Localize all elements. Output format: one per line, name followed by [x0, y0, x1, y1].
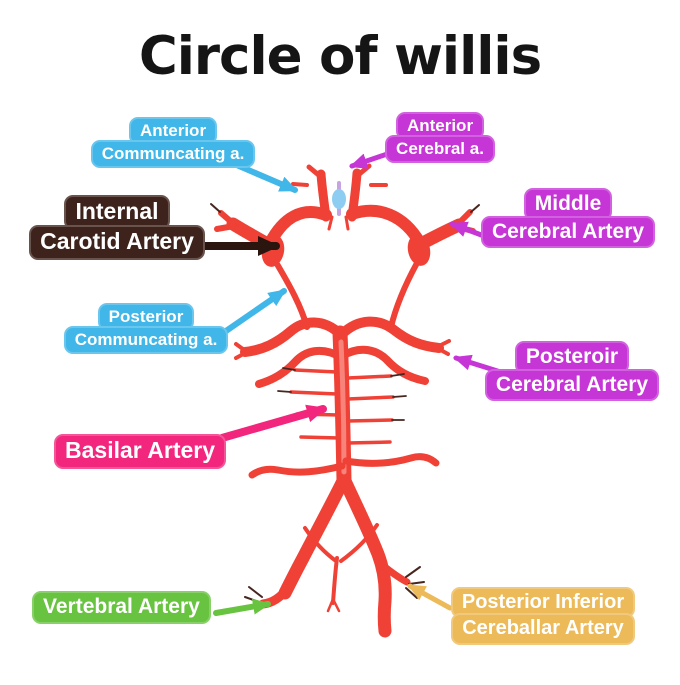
branch-tip — [390, 373, 405, 377]
vertebral-left — [278, 474, 350, 600]
branch-tip — [248, 586, 263, 598]
branch-tip — [210, 203, 221, 213]
branch-tip — [408, 581, 425, 585]
branch-tip — [282, 367, 296, 371]
pontine-branch — [346, 374, 393, 380]
vertebral-right — [338, 474, 392, 638]
artery-twig — [306, 164, 324, 180]
artery-twig — [326, 597, 335, 613]
branch-tip — [470, 204, 480, 213]
label-line: Cerebral a. — [385, 135, 495, 164]
label-line: Communcating a. — [90, 140, 256, 169]
label-posterior-inferior-cerebellar-artery: Posterior Inferior Cereballar Artery — [444, 587, 642, 645]
branch-tip — [405, 566, 421, 578]
vertebral-arrow-icon — [213, 598, 271, 616]
pontine-branch — [299, 435, 341, 440]
artery-twig — [327, 215, 334, 231]
anterior-communicating-highlight — [332, 189, 346, 209]
branch-tip — [277, 390, 292, 393]
label-line: Vertebral Artery — [32, 591, 211, 624]
posterior-communicating-right — [388, 260, 420, 330]
branch-tip — [392, 395, 407, 398]
branch-tip — [244, 596, 260, 603]
label-vertebral-artery: Vertebral Artery — [32, 591, 211, 624]
artery-twig — [279, 219, 291, 235]
artery-twig — [291, 182, 309, 187]
label-line: Posterior Inferior — [450, 587, 636, 619]
label-anterior-communicating-artery: Anterior Communcating a. — [90, 117, 256, 169]
posterior-cerebral-right — [336, 316, 444, 353]
aica-right — [342, 453, 440, 467]
superior-cerebellar-right — [338, 345, 429, 385]
artery-drawing — [210, 163, 480, 638]
superior-cerebellar-left — [255, 346, 345, 388]
label-line: Cerebral Artery — [484, 368, 660, 402]
artery-twig — [234, 350, 249, 360]
pontine-branch — [346, 395, 395, 401]
label-anterior-cerebral-artery: Anterior Cerebral a. — [384, 112, 496, 164]
anterior-spinal-trunk — [331, 556, 339, 605]
label-middle-cerebral-artery: Middle Cerebral Artery — [480, 188, 656, 249]
label-line: Posteroir — [514, 341, 630, 374]
basilar-highlight — [338, 339, 347, 475]
basilar-arrow-icon — [218, 404, 327, 442]
pontine-branch — [346, 418, 394, 423]
artery-twig — [435, 339, 451, 349]
label-line: Basilar Artery — [54, 434, 227, 469]
aica-left — [248, 462, 346, 479]
label-posterior-cerebral-artery: Posteroir Cerebral Artery — [483, 341, 661, 402]
pontine-branch — [293, 368, 339, 374]
anterior-spinal-left — [303, 526, 338, 563]
label-basilar-artery: Basilar Artery — [54, 434, 227, 469]
internal-carotid-right — [407, 234, 431, 266]
artery-twig — [401, 218, 413, 234]
label-line: Cereballar Artery — [451, 613, 635, 645]
posterior-inferior-cerebellar-arrow-icon — [407, 583, 453, 611]
label-posterior-communicating-artery: Posterior Communcating a. — [63, 303, 229, 355]
artery-twig — [214, 223, 237, 232]
posterior-cerebral-left — [240, 317, 346, 357]
artery-twig — [234, 342, 249, 354]
artery-twig — [344, 215, 350, 231]
pontine-branch — [346, 440, 392, 445]
pica-stub — [377, 560, 411, 586]
artery-twig — [331, 597, 341, 613]
artery-twig — [435, 346, 450, 356]
label-line: Carotid Artery — [29, 224, 205, 260]
label-line: Communcating a. — [63, 326, 229, 355]
label-internal-carotid-artery: Internal Carotid Artery — [26, 195, 208, 260]
posterior-communicating-arrow-icon — [223, 288, 287, 334]
pontine-branch — [289, 390, 339, 396]
label-line: Cerebral Artery — [480, 215, 656, 249]
page-title: Circle of willis — [138, 26, 542, 87]
anterior-spinal-right — [339, 523, 379, 563]
